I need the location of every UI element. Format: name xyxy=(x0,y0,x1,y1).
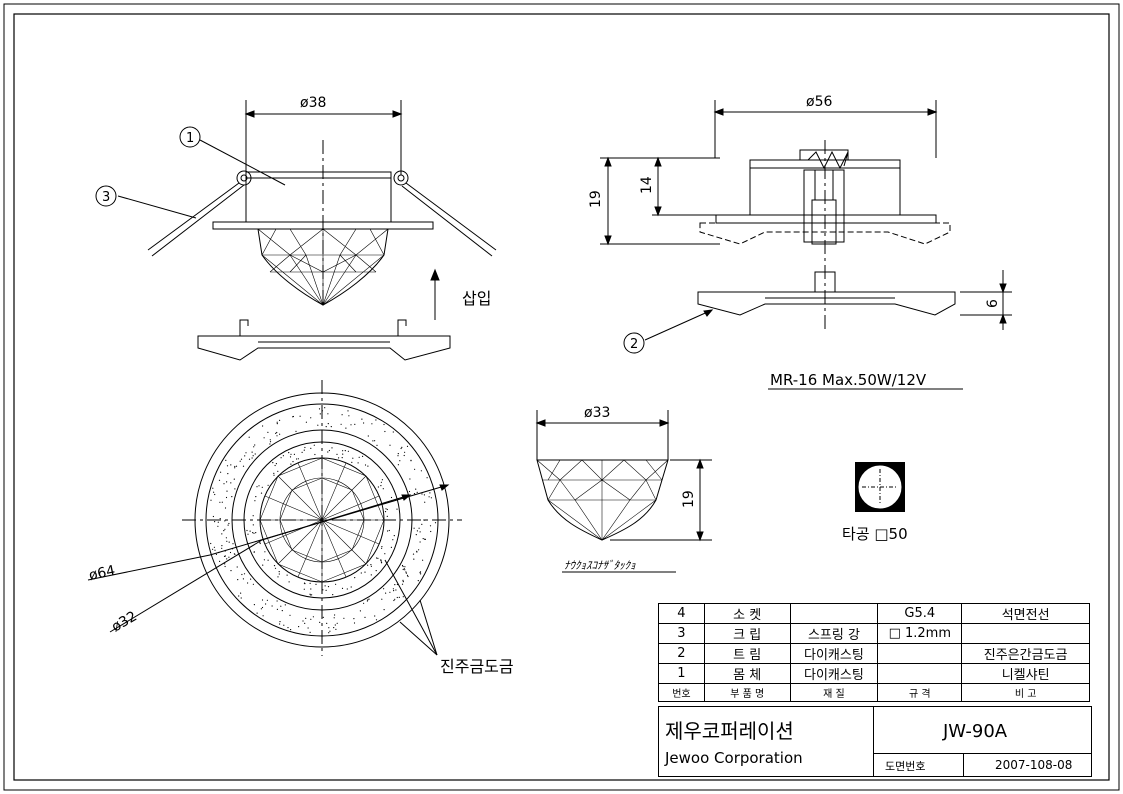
parts-cell-material xyxy=(789,603,879,624)
parts-cell-remark: 니켈샤틴 xyxy=(961,663,1090,684)
callout-1 xyxy=(179,126,201,148)
drawing-no: 2007-108-08 xyxy=(995,758,1073,772)
dim-d64: ø64 xyxy=(88,563,117,584)
parts-cell-name: 몸 체 xyxy=(703,663,791,684)
parts-cell-no: 1 xyxy=(658,663,705,684)
model-number: JW-90A xyxy=(943,721,1008,742)
parts-cell-remark: 진주은간금도금 xyxy=(961,643,1090,664)
front-view xyxy=(87,380,462,656)
parts-cell-no: 2 xyxy=(658,643,705,664)
parts-cell-material: 다이캐스팅 xyxy=(789,643,879,664)
inner-border xyxy=(13,13,1110,781)
parts-cell-spec: □ 1.2mm xyxy=(877,623,963,644)
parts-cell-remark xyxy=(961,623,1090,644)
header-spec: 규 격 xyxy=(877,683,963,702)
lamp-spec-label: MR-16 Max.50W/12V xyxy=(770,371,927,389)
cutout-label: 타공 □50 xyxy=(842,525,908,543)
dim-d56: ø56 xyxy=(806,94,832,110)
lens-view xyxy=(535,410,712,573)
callout-2-label: 2 xyxy=(630,337,638,352)
parts-cell-remark: 석면전선 xyxy=(961,603,1090,624)
lens-caption: ﾅｳｸｮｽｺﾅｻﾞﾀｯｸｮ xyxy=(564,559,636,572)
dim-d32: ø32 xyxy=(109,608,140,635)
dim-h19-lens: 19 xyxy=(681,490,697,508)
parts-cell-material: 다이캐스팅 xyxy=(789,663,879,684)
dim-h6: 6 xyxy=(985,299,1001,308)
ring-texture xyxy=(210,407,437,634)
parts-cell-name: 트 림 xyxy=(703,643,791,664)
pearl-plating-label: 진주금도금 xyxy=(440,657,514,676)
parts-cell-no: 3 xyxy=(658,623,705,644)
parts-cell-no: 4 xyxy=(658,603,705,624)
dim-d38: ø38 xyxy=(300,95,326,111)
company-en: Jewoo Corporation xyxy=(665,749,803,767)
dim-h14: 14 xyxy=(639,176,655,194)
header-remark: 비 고 xyxy=(961,683,1090,702)
callout-3-label: 3 xyxy=(102,190,110,205)
drawing-no-label: 도면번호 xyxy=(885,760,926,773)
section-view xyxy=(600,100,1012,341)
parts-cell-material: 스프링 강 xyxy=(789,623,879,644)
callout-3 xyxy=(95,185,117,207)
side-view xyxy=(117,100,497,361)
callout-2 xyxy=(623,332,645,354)
cutout-symbol xyxy=(855,462,905,512)
parts-cell-name: 소 켓 xyxy=(703,603,791,624)
parts-cell-spec: G5.4 xyxy=(877,603,963,624)
header-material: 재 질 xyxy=(789,683,879,702)
parts-cell-spec xyxy=(877,643,963,664)
insert-label: 삽입 xyxy=(462,289,491,308)
header-name: 부 품 명 xyxy=(703,683,791,702)
dim-d33: ø33 xyxy=(584,405,610,421)
outer-border xyxy=(3,3,1120,791)
parts-cell-name: 크 립 xyxy=(703,623,791,644)
parts-table-header: 번호 부 품 명 재 질 규 격 비 고 xyxy=(658,683,1090,702)
dim-h19-side: 19 xyxy=(588,190,604,208)
callout-1-label: 1 xyxy=(186,131,194,146)
company-kr: 제우코퍼레이션 xyxy=(665,719,794,743)
title-block: 제우코퍼레이션 Jewoo Corporation JW-90A 도면번호 20… xyxy=(658,706,1092,777)
header-no: 번호 xyxy=(658,683,705,702)
parts-cell-spec xyxy=(877,663,963,684)
